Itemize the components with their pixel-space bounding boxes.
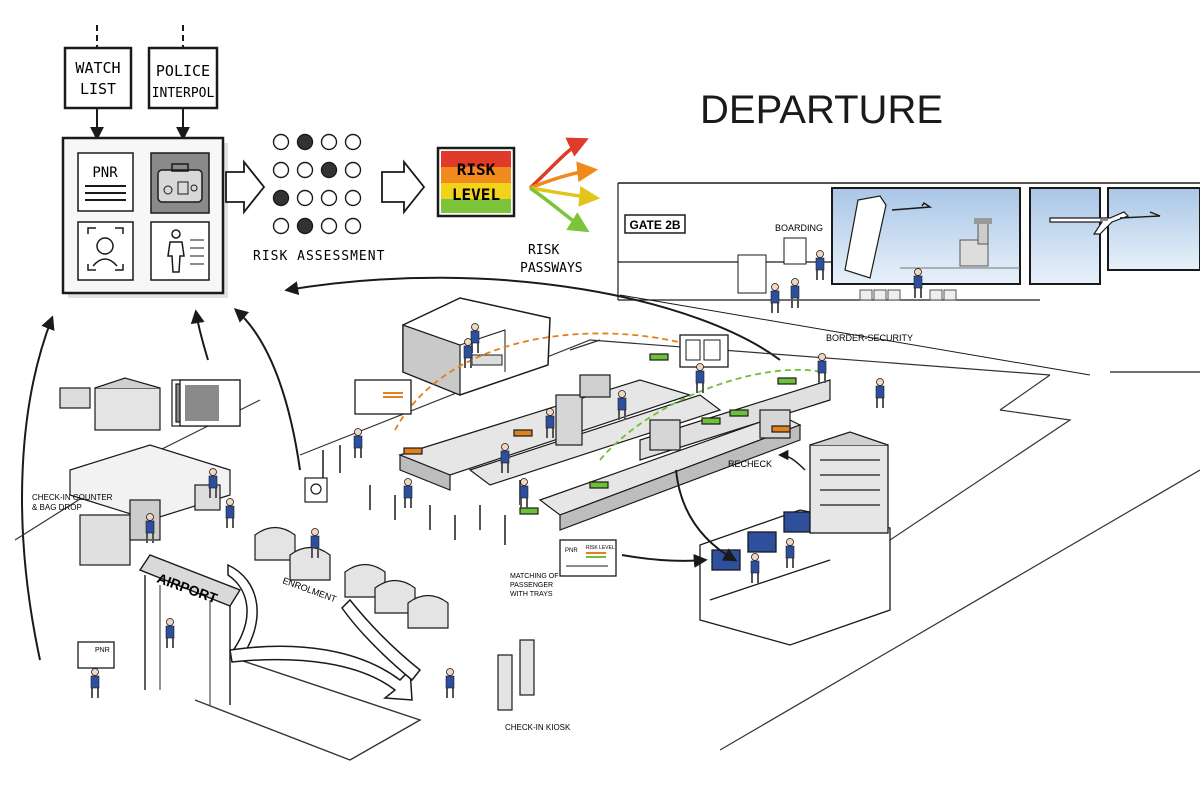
matching-card-pnr: PNR [565,548,578,554]
watch-list-line1: WATCH [75,59,120,77]
luggage-card [179,379,241,427]
empty-dot [344,161,362,179]
risk-pathways-line1: RISK [528,243,559,258]
passenger-figure [815,250,825,280]
matching-card-risk: RISK LEVEL [586,545,615,551]
flow-arrow-icon [675,469,738,562]
passenger-figure [913,268,923,298]
passenger-figure [353,428,363,458]
risk-level-line1: RISK [457,160,496,179]
passenger-flow-arrows [227,563,422,701]
passenger-data-panel: PNR [61,136,228,298]
border-security-label: BORDER-SECURITY [826,333,913,343]
passenger-figure [165,618,175,648]
risk-pathways-arrows [528,137,601,233]
recheck-label: RECHECK [728,459,772,469]
empty-dot [296,189,314,207]
gate-window [1107,187,1200,271]
passenger-figure [770,283,780,313]
risk-level-line2: LEVEL [452,185,500,204]
passenger-figure [617,390,627,420]
police-interpol-source: POLICE INTERPOL [147,25,219,141]
security-lanes [398,353,831,531]
airport-entrance [138,554,422,761]
check-in-kiosks [497,639,535,711]
risk-card [354,379,412,415]
risk-assessment-label: RISK ASSESSMENT [253,249,385,264]
gate-window [1029,187,1101,285]
body-scan-icon [150,221,210,281]
passenger-figure [785,538,795,568]
empty-dot [272,133,290,151]
page-title: DEPARTURE [700,88,943,132]
face-id-icon [77,221,134,281]
matching-label-3: WITH TRAYS [510,591,553,598]
passenger-figure [208,468,218,498]
traveller-pnr-card: PNR [77,641,115,669]
flow-arrow-icon [381,159,426,215]
check-in-kiosk-label: CHECK-IN KIOSK [505,723,571,732]
flow-arrow-icon [225,159,266,215]
empty-dot [320,133,338,151]
passenger-figure [310,528,320,558]
gate-area: GATE 2B BOARDING BORDER-SECURITY [617,182,1200,376]
passenger-figure [403,478,413,508]
empty-dot [272,161,290,179]
risk-level-box: RISK LEVEL [436,146,516,218]
passenger-figure [445,668,455,698]
passenger-figure [463,338,473,368]
empty-dot [320,217,338,235]
id-card [679,334,729,368]
passenger-figure [519,478,529,508]
empty-dot [272,217,290,235]
flow-arrow-icon [621,553,708,568]
empty-dot [320,189,338,207]
boarding-label: BOARDING [775,223,823,233]
passenger-figure [545,408,555,438]
matching-label-1: MATCHING OF [510,573,558,580]
passenger-figure [790,278,800,308]
passenger-figure [90,668,100,698]
passengers [90,250,923,698]
private-screening-room [402,297,551,396]
checkin-counter-label-1: CHECK-IN COUNTER [32,493,113,502]
queue-stanchions [322,445,521,545]
matching-label-2: PASSENGER [510,582,553,589]
filled-dot [272,189,290,207]
feedback-arrows [21,276,781,661]
filled-dot [296,133,314,151]
pnr-card-label: PNR [92,165,118,181]
risk-pathways-line2: PASSWAYS [520,261,583,276]
enrolment-gates [254,477,449,629]
passenger-figure [695,363,705,393]
police-line1: POLICE [156,62,210,80]
traveller-pnr-label: PNR [95,647,110,654]
passenger-figure [500,443,510,473]
checkin-counter-label-2: & BAG DROP [32,503,82,512]
control-room [699,431,891,646]
empty-dot [296,161,314,179]
green-tray-path [599,368,823,461]
empty-dot [344,217,362,235]
gate-sign: GATE 2B [629,218,680,232]
filled-dot [320,161,338,179]
risk-assessment-dot-grid [272,133,362,235]
filled-dot [296,217,314,235]
matching-card: PNR RISK LEVEL [559,539,617,577]
watch-list-source: WATCH LIST [63,25,133,141]
passenger-figure [145,513,155,543]
passenger-figure [817,353,827,383]
empty-dot [344,189,362,207]
passenger-figure [875,378,885,408]
watch-list-line2: LIST [80,80,116,98]
passenger-figure [225,498,235,528]
passenger-figure [750,553,760,583]
empty-dot [344,133,362,151]
police-line2: INTERPOL [152,86,215,101]
orange-tray-path [394,332,691,431]
